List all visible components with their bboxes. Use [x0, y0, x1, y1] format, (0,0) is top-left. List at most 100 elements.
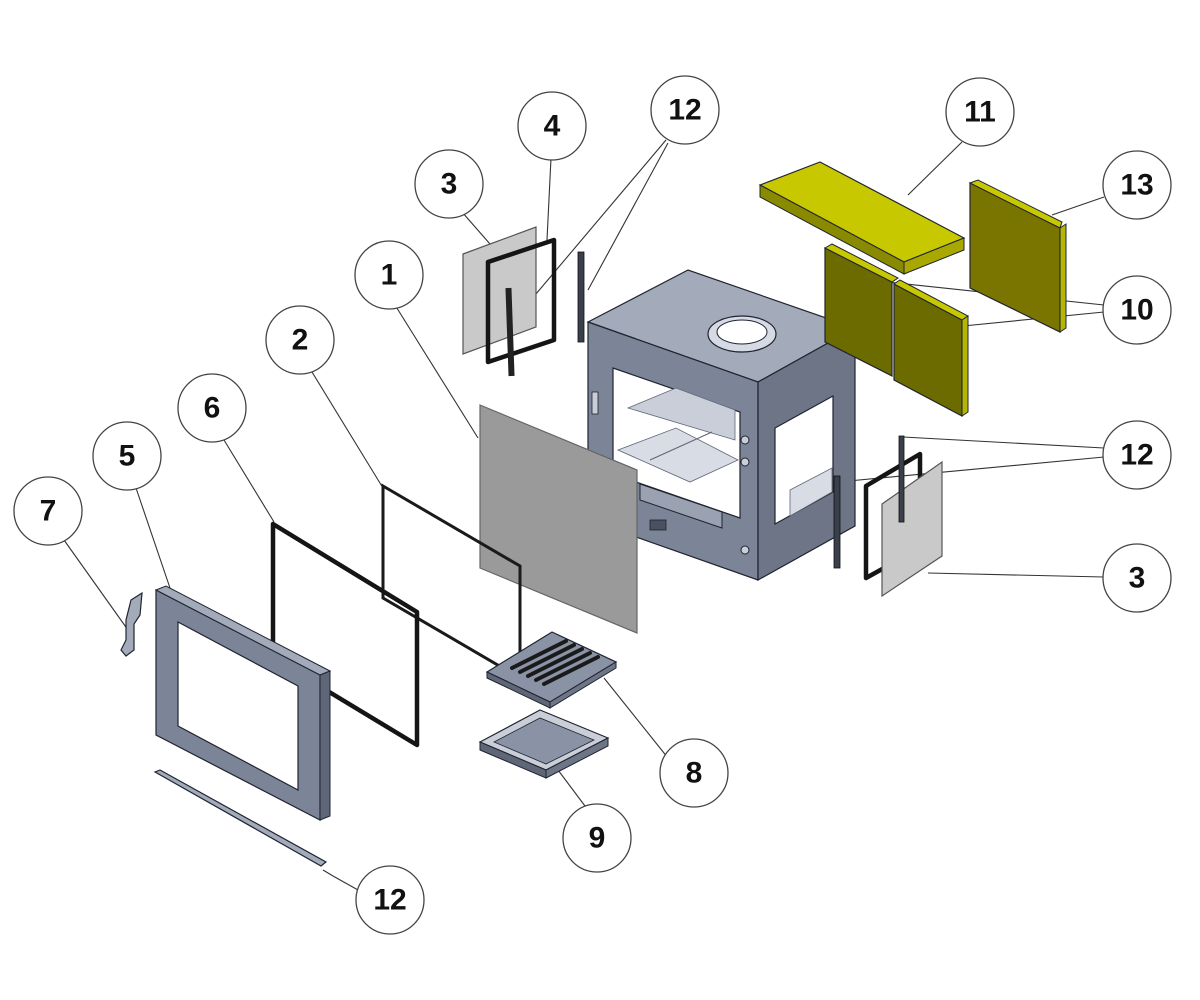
- callout-6: 6: [177, 373, 247, 443]
- leader-1: [394, 304, 479, 439]
- callout-label: 6: [204, 392, 221, 425]
- side-glass-pane-left: [462, 226, 537, 355]
- leader-7: [63, 539, 129, 631]
- callout-circle: [650, 75, 720, 145]
- callout-3-upper: 3: [414, 149, 484, 219]
- callout-label: 1: [381, 259, 398, 292]
- callout-11: 11: [945, 77, 1015, 147]
- door-handle: [120, 591, 143, 657]
- callout-label: 7: [40, 495, 57, 528]
- leader-2: [311, 371, 384, 489]
- callout-label: 3: [441, 168, 458, 201]
- callout-12-bottom: 12: [355, 865, 425, 935]
- callout-circle: [1102, 543, 1172, 613]
- leader-6: [223, 439, 275, 523]
- door-frame-side-edge: [319, 670, 331, 821]
- callout-3-lower: 3: [1102, 543, 1172, 613]
- grate-slot: [518, 643, 576, 674]
- callout-circle: [945, 77, 1015, 147]
- liner-panels: [758, 161, 1067, 417]
- callout-circle: [13, 476, 83, 546]
- callout-label: 13: [1120, 169, 1153, 202]
- stove-latch: [591, 391, 599, 415]
- callout-9: 9: [562, 803, 632, 873]
- callout-label: 5: [119, 440, 136, 473]
- leader-12b-1: [902, 436, 1105, 449]
- leader-3b: [927, 572, 1105, 578]
- callout-label: 9: [589, 822, 606, 855]
- side-liner-left-edge: [823, 243, 899, 283]
- callout-circle: [354, 240, 424, 310]
- callout-circle: [517, 91, 587, 161]
- stove-side-interior: [789, 467, 833, 517]
- stove-bolt: [740, 545, 750, 555]
- leader-12a-1: [513, 139, 667, 321]
- door-seal-gasket: [270, 521, 420, 748]
- leader-12a-2: [587, 142, 669, 291]
- callout-2: 2: [265, 305, 335, 375]
- glass-clip-bar: [577, 251, 585, 343]
- leader-13: [1051, 196, 1105, 216]
- stove-bolt: [740, 435, 750, 445]
- grate-slot: [510, 639, 568, 670]
- rear-liner-side: [1059, 223, 1067, 333]
- right-side-glass-assembly: [833, 435, 943, 598]
- stove-air-slot: [639, 483, 723, 529]
- leader-3a: [461, 211, 491, 245]
- leader-12c: [322, 869, 359, 891]
- callout-circle: [1102, 420, 1172, 490]
- side-liner-right-face: [893, 283, 963, 417]
- callout-13: 13: [1102, 150, 1172, 220]
- callout-circle: [414, 149, 484, 219]
- ash-pan: [478, 709, 610, 779]
- door-frame-window: [177, 621, 299, 791]
- callout-circle: [355, 865, 425, 935]
- grate-slot: [534, 651, 592, 682]
- callout-label: 2: [292, 324, 309, 357]
- bottom-trim-bar: [153, 769, 328, 867]
- callout-4: 4: [517, 91, 587, 161]
- callout-label: 8: [686, 757, 703, 790]
- leader-4: [546, 157, 552, 241]
- callout-5: 5: [92, 421, 162, 491]
- grate-side-edge: [549, 661, 617, 709]
- callout-8: 8: [659, 738, 729, 808]
- callout-label: 12: [668, 94, 701, 127]
- callout-circle: [659, 738, 729, 808]
- stove-interior-floor: [616, 427, 739, 483]
- left-side-glass-assembly: [462, 226, 585, 377]
- grate-slot: [526, 647, 584, 678]
- callout-label: 12: [1120, 439, 1153, 472]
- stove-interior-back: [626, 387, 736, 441]
- ash-pan-inner: [493, 717, 595, 765]
- glass-clip-bar: [505, 287, 515, 377]
- flue-collar-hole: [716, 319, 768, 345]
- grate-slot: [542, 655, 600, 686]
- callout-12-right: 12: [1102, 420, 1172, 490]
- callout-label: 4: [544, 110, 561, 143]
- callout-circle: [562, 803, 632, 873]
- fire-grate: [485, 631, 618, 709]
- side-glass-pane-right: [881, 460, 943, 598]
- air-control-knob: [649, 519, 667, 531]
- callout-circle: [265, 305, 335, 375]
- callouts: 1 2 3 3 4 5 6 7: [13, 75, 1172, 935]
- grate-slots: [510, 639, 600, 686]
- leader-9: [557, 769, 589, 811]
- callout-circle: [1102, 150, 1172, 220]
- callout-7: 7: [13, 476, 83, 546]
- callout-circle: [92, 421, 162, 491]
- leader-5: [135, 487, 171, 589]
- glass-clip-bar: [833, 475, 841, 569]
- callout-circle: [177, 373, 247, 443]
- ash-pan-side: [545, 737, 609, 779]
- door-frame: [154, 585, 332, 821]
- side-liner-right-side: [961, 315, 969, 417]
- callout-label: 11: [964, 96, 996, 129]
- stove-bolt: [740, 457, 750, 467]
- callout-circle: [1102, 275, 1172, 345]
- callout-1: 1: [354, 240, 424, 310]
- side-glass-gasket: [485, 237, 557, 365]
- leader-8: [603, 677, 669, 759]
